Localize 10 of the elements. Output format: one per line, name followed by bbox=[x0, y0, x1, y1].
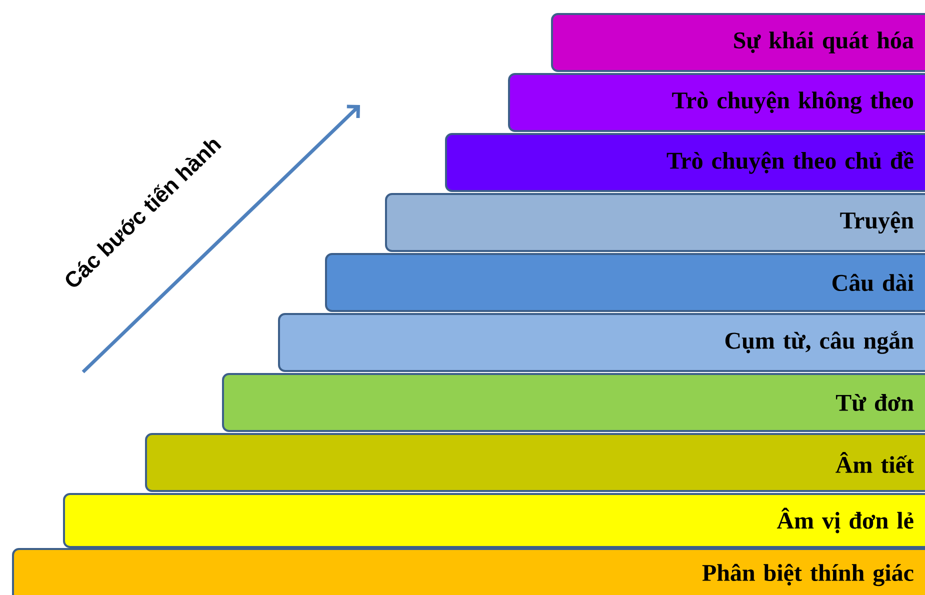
step-bar: Phân biệt thính giác bbox=[12, 548, 925, 595]
step-bar: Câu dài bbox=[325, 253, 925, 312]
step-bar: Âm vị đơn lẻ bbox=[63, 493, 925, 548]
step-bar: Trò chuyện không theo bbox=[508, 73, 925, 132]
step-bar: Sự khái quát hóa bbox=[551, 13, 925, 72]
step-bar: Từ đơn bbox=[222, 373, 925, 432]
step-bar: Trò chuyện theo chủ đề bbox=[445, 133, 925, 192]
step-bar: Truyện bbox=[385, 193, 925, 252]
step-bar: Âm tiết bbox=[145, 433, 925, 492]
step-bar: Cụm từ, câu ngắn bbox=[278, 313, 925, 372]
